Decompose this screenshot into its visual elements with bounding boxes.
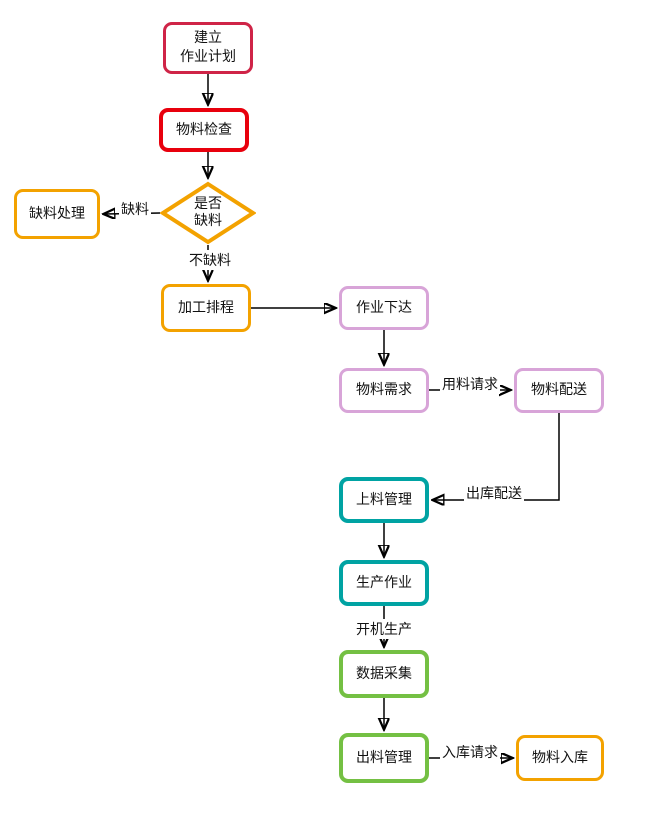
node-create-work-plan[interactable]: 建立 作业计划 <box>163 22 253 74</box>
node-label: 生产作业 <box>356 574 412 591</box>
node-label: 上料管理 <box>356 491 412 508</box>
edge-label-no-shortage: 不缺料 <box>187 250 233 270</box>
node-label: 缺料处理 <box>29 205 85 222</box>
node-label: 数据采集 <box>356 665 412 682</box>
node-label: 建立 作业计划 <box>180 30 236 65</box>
node-label: 物料检查 <box>176 121 232 138</box>
node-decision-shortage[interactable]: 是否 缺料 <box>160 181 256 245</box>
node-material-warehousing[interactable]: 物料入库 <box>516 735 604 781</box>
node-label: 是否 缺料 <box>194 196 222 229</box>
node-data-collection[interactable]: 数据采集 <box>339 650 429 698</box>
node-processing-scheduling[interactable]: 加工排程 <box>161 284 251 332</box>
node-material-delivery[interactable]: 物料配送 <box>514 368 604 413</box>
edge-label-outbound-delivery: 出库配送 <box>464 483 524 503</box>
node-loading-management[interactable]: 上料管理 <box>339 477 429 523</box>
node-label: 出料管理 <box>356 749 412 766</box>
node-label: 物料需求 <box>356 382 412 398</box>
node-shortage-handling[interactable]: 缺料处理 <box>14 189 100 239</box>
diamond-shape-svg <box>160 181 256 245</box>
node-label: 物料配送 <box>531 382 587 398</box>
edge-label-material-request: 用料请求 <box>440 374 500 394</box>
diamond-shape <box>160 181 256 245</box>
edge-label-start-production: 开机生产 <box>354 619 414 639</box>
node-material-demand[interactable]: 物料需求 <box>339 368 429 413</box>
node-label: 物料入库 <box>532 749 588 766</box>
node-label: 作业下达 <box>356 299 412 316</box>
node-material-check[interactable]: 物料检查 <box>159 108 249 152</box>
edge-label-inbound-request: 入库请求 <box>440 742 500 762</box>
node-production-operation[interactable]: 生产作业 <box>339 560 429 606</box>
edge-label-shortage: 缺料 <box>119 199 151 219</box>
node-work-release[interactable]: 作业下达 <box>339 286 429 330</box>
node-discharge-management[interactable]: 出料管理 <box>339 733 429 783</box>
node-label: 加工排程 <box>178 299 234 316</box>
